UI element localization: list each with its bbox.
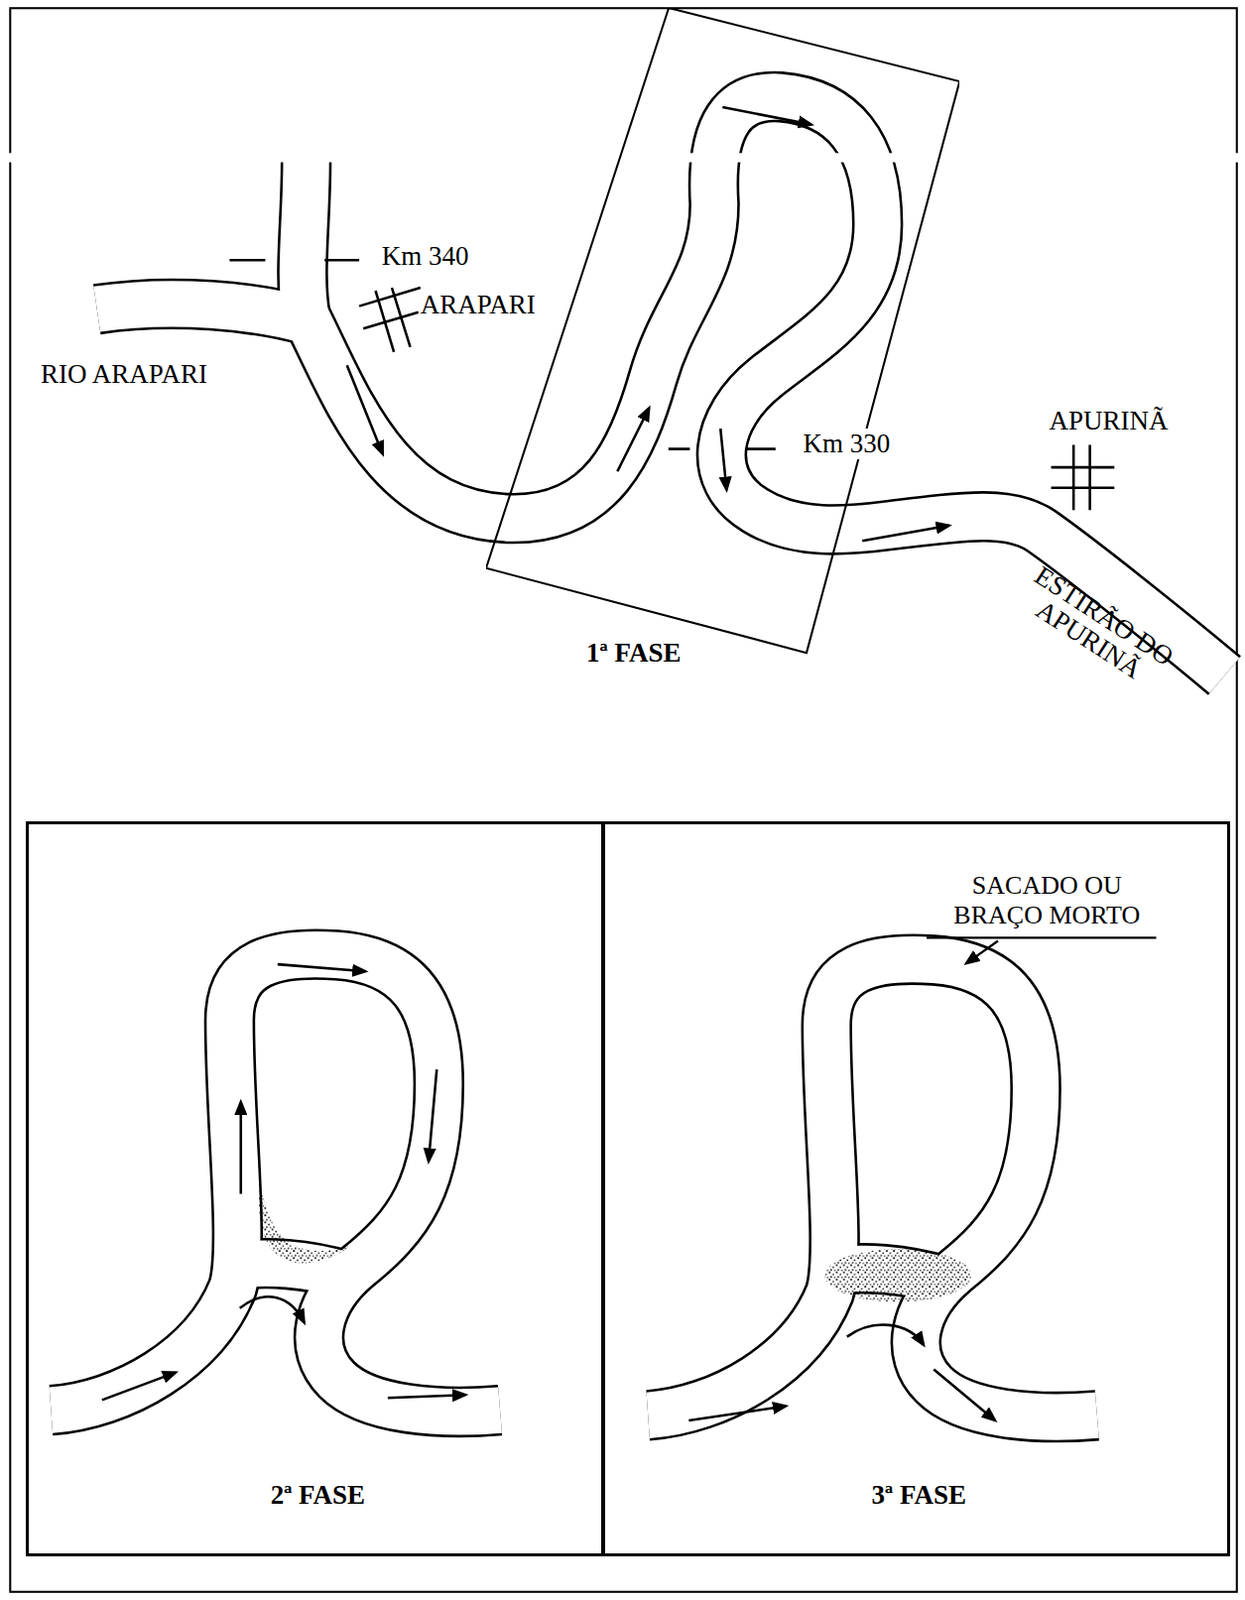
town-name: APURINÃ [1046, 405, 1170, 437]
phase-title: 1ª FASE [546, 637, 721, 669]
phase-outline [486, 7, 960, 684]
phase-panel: SACADO OU BRAÇO MORTO 3ª FASE [602, 821, 1231, 1557]
phase-panel: 2ª FASE [25, 821, 605, 1557]
callout-label: SACADO OU BRAÇO MORTO [926, 871, 1168, 931]
phase-region: 1ª FASE [486, 7, 960, 684]
phase-outline-shape [486, 7, 960, 653]
phase-title: 3ª FASE [605, 1480, 1234, 1511]
km-marker: Km 330 [801, 428, 893, 460]
town-name: ARAPARI [418, 289, 538, 321]
river-name: RIO ARAPARI [38, 359, 210, 390]
km-marker: Km 340 [379, 241, 472, 272]
phase-title: 2ª FASE [28, 1480, 608, 1511]
